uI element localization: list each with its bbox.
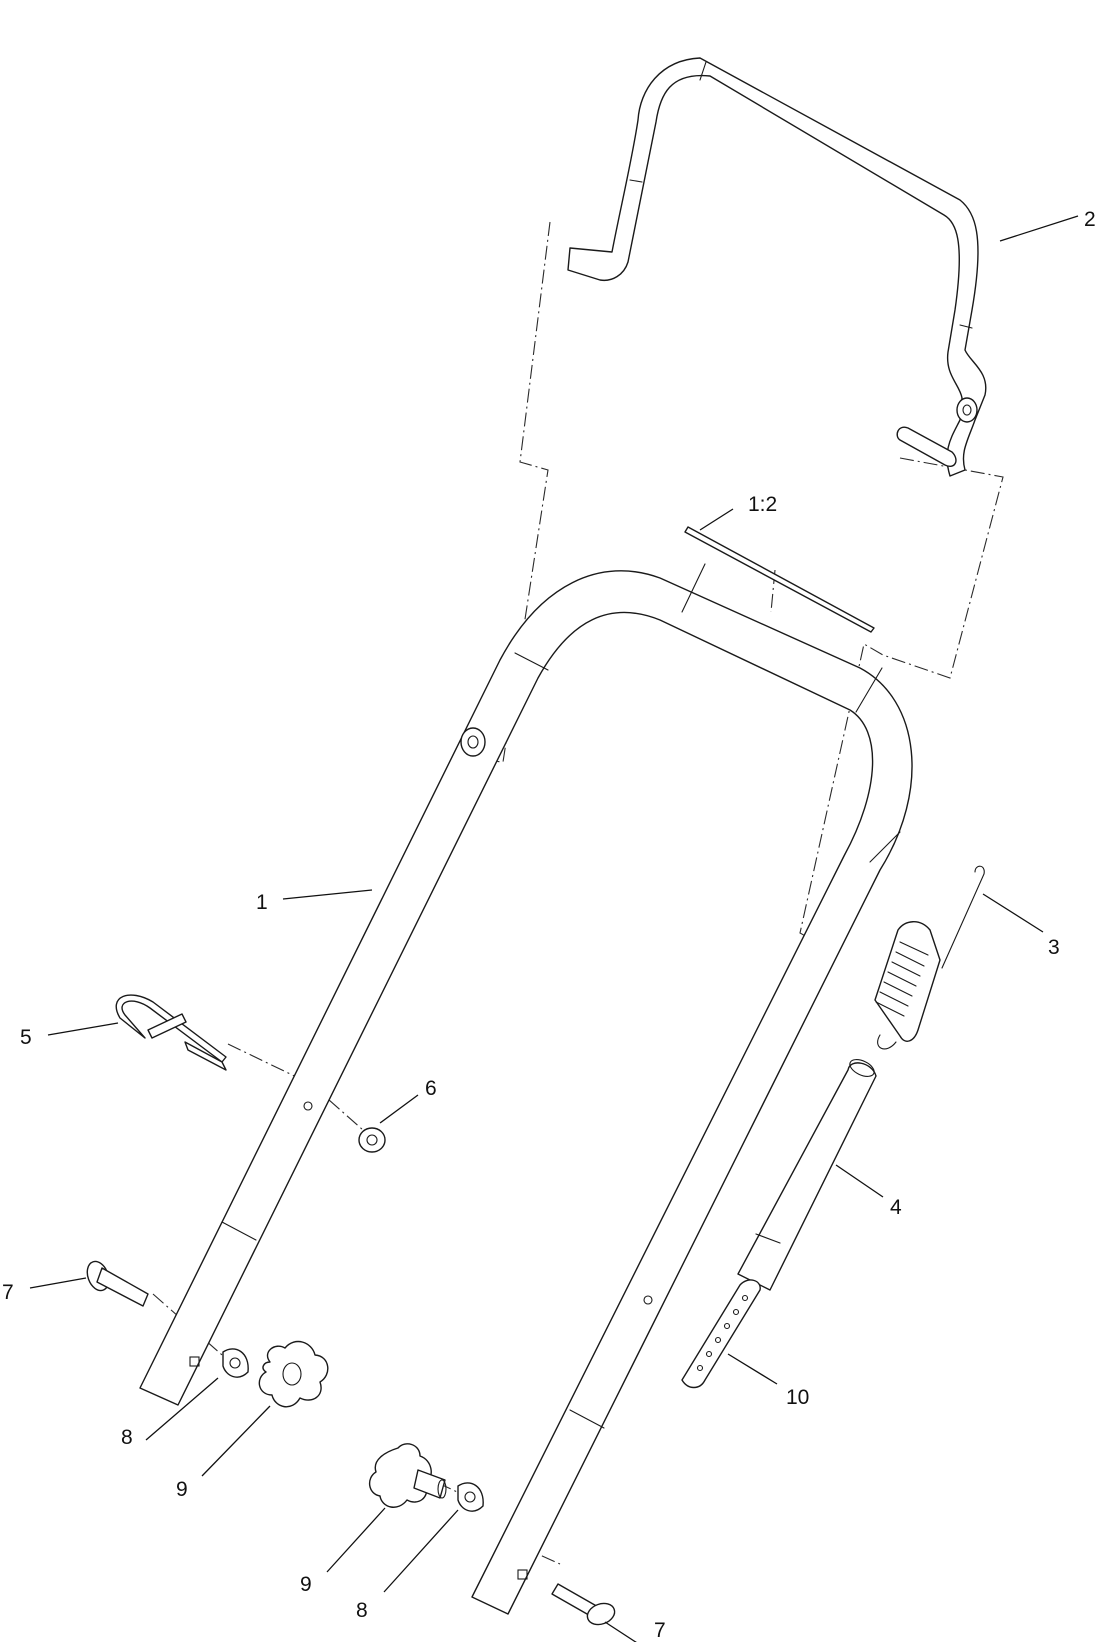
part-1-2-shim	[684, 526, 875, 633]
callout-1-2: 1:2	[748, 493, 777, 516]
callout-9-right: 9	[300, 1573, 312, 1596]
part-9-knob-right	[369, 1443, 447, 1508]
callout-6: 6	[425, 1077, 437, 1100]
callout-3: 3	[1048, 936, 1060, 959]
part-3-spring	[874, 865, 985, 1050]
part-6-nut	[358, 1127, 386, 1153]
callout-leader-lines	[29, 215, 1079, 1642]
callout-9-left: 9	[176, 1478, 188, 1501]
callout-10: 10	[786, 1386, 809, 1409]
part-9-knob-left	[258, 1340, 329, 1408]
callout-labels: 1 1:2 2 3 4 5 6 7 7 8 8 9 9 10	[2, 208, 1096, 1642]
part-10-adjust-strap	[681, 1279, 761, 1389]
callout-8-right: 8	[356, 1599, 368, 1622]
callout-7-left: 7	[2, 1281, 14, 1304]
part-1-lower-handle	[139, 563, 913, 1615]
part-5-wire-pin	[115, 994, 227, 1071]
callout-5: 5	[20, 1026, 32, 1049]
callout-1: 1	[256, 891, 268, 914]
part-2-upper-handle	[567, 57, 987, 477]
part-8-washer-right	[457, 1482, 484, 1512]
callout-7-right: 7	[654, 1619, 666, 1642]
part-4-tube	[737, 1059, 877, 1291]
part-7-bolt-right	[551, 1583, 616, 1626]
part-7-bolt-left	[86, 1260, 149, 1307]
callout-2: 2	[1084, 208, 1096, 231]
callout-8-left: 8	[121, 1426, 133, 1449]
callout-4: 4	[890, 1196, 902, 1219]
part-8-washer-left	[222, 1348, 249, 1378]
